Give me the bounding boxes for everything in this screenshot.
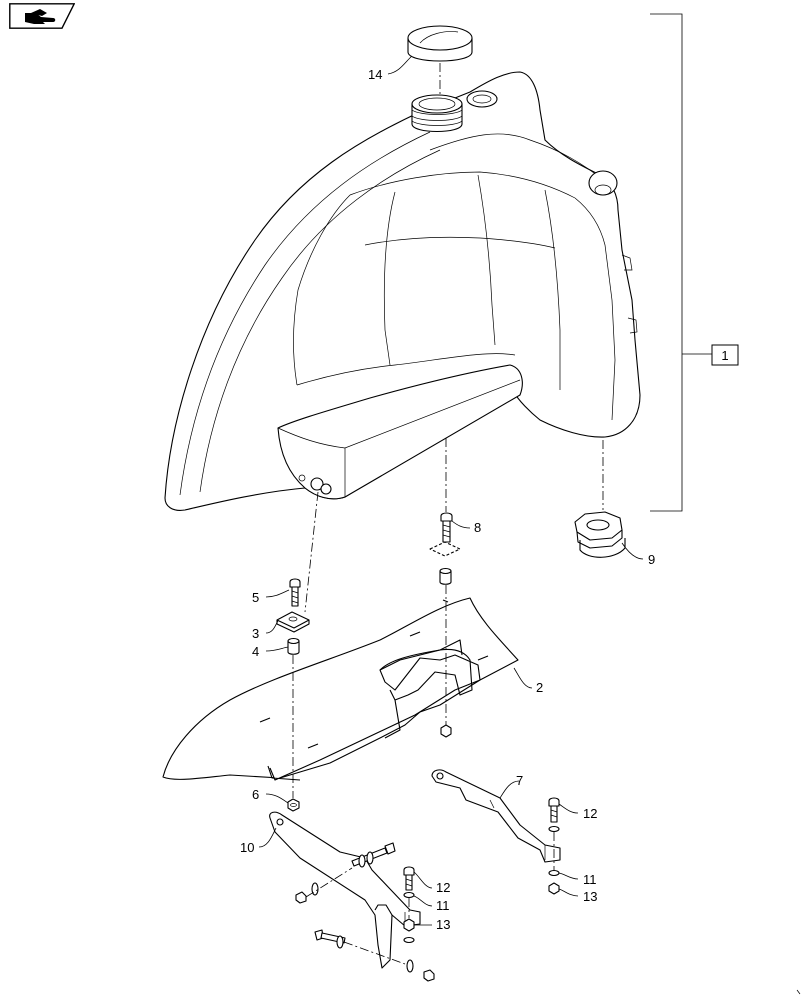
bracket-right: [431, 769, 561, 863]
callout-10: 10: [240, 840, 254, 855]
fluid-tank: [164, 71, 641, 511]
callout-5: 5: [252, 590, 259, 605]
hardware-center: [429, 512, 461, 585]
callout-1-box: [711, 344, 739, 366]
leader-lines: [258, 55, 644, 926]
callout-8: 8: [474, 520, 481, 535]
callout-11-left: 11: [436, 898, 450, 913]
callout-3: 3: [252, 626, 259, 641]
callout-13-left: 13: [436, 917, 450, 932]
callout-12-left: 12: [436, 880, 450, 895]
callout-11-right: 11: [583, 872, 597, 887]
centerlines: [292, 63, 604, 965]
assembly-brace: [650, 13, 712, 512]
rubber-mount: [574, 511, 626, 558]
callout-9: 9: [648, 552, 655, 567]
hardware-right: [548, 797, 560, 895]
callout-4: 4: [252, 644, 259, 659]
callout-14: 14: [368, 67, 382, 82]
tank-support-plate: [162, 597, 519, 781]
callout-labels: 1 14 8 9 5 3 4 2 7 6 10 12 11 13 12 11 1…: [240, 67, 739, 932]
callout-1: 1: [721, 348, 728, 363]
bracket-left: [269, 811, 435, 982]
page-turn-hand-icon[interactable]: [9, 3, 76, 29]
callout-6: 6: [252, 787, 259, 802]
callout-13-right: 13: [583, 889, 597, 904]
corner-mark: [796, 989, 801, 995]
callout-12-right: 12: [583, 806, 597, 821]
hardware-left: [276, 578, 310, 812]
filler-cap: [407, 25, 473, 62]
callout-2: 2: [536, 680, 543, 695]
callout-7: 7: [516, 773, 523, 788]
